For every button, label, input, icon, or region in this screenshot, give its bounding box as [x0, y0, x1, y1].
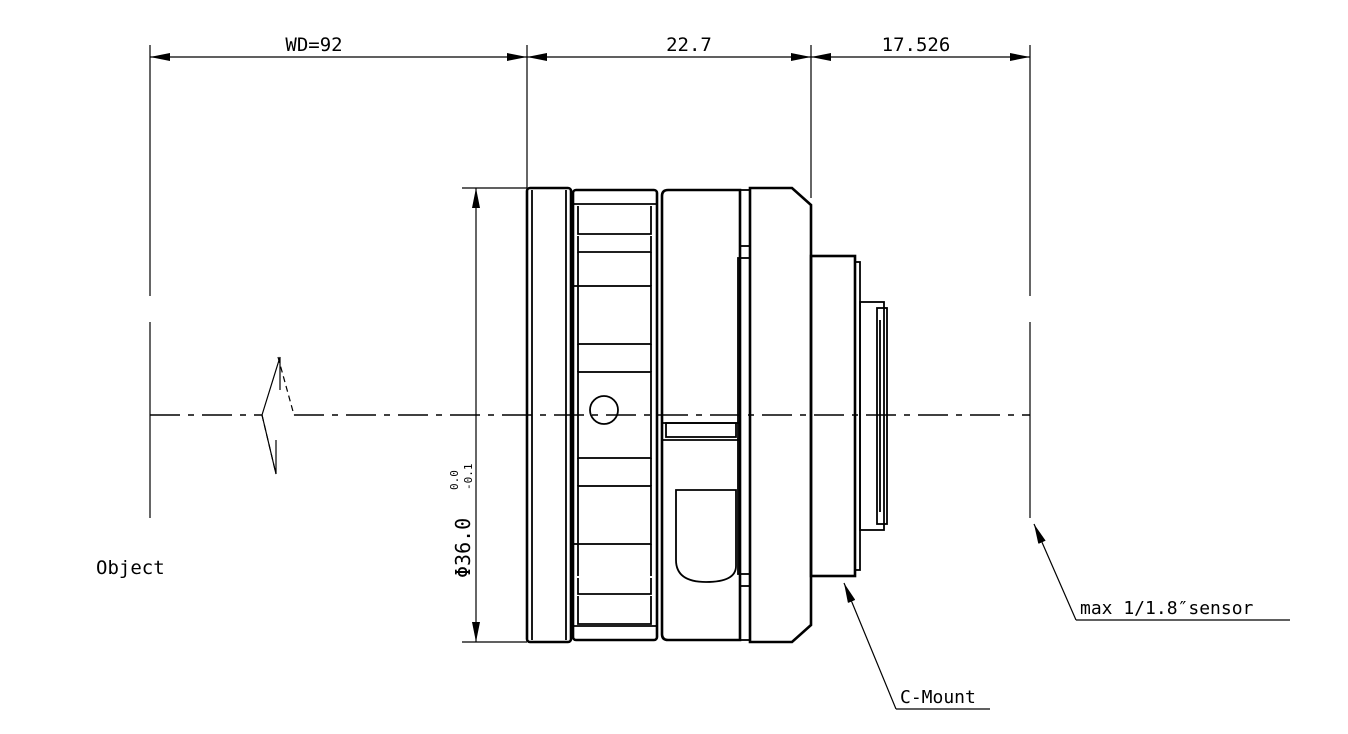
- tolerance-upper-label: 0.0: [448, 470, 461, 490]
- object-label: Object: [96, 557, 165, 579]
- lens-body: [525, 186, 888, 644]
- c-mount-thread: [809, 254, 888, 578]
- diameter-dimension: Φ36.0 0.0 -0.1: [448, 187, 527, 643]
- mount-annotation: C-Mount: [843, 582, 990, 710]
- back-focal-label: 17.526: [882, 34, 951, 56]
- object-annotation: Object: [96, 557, 165, 579]
- top-dimensions: WD=92 22.7 17.526: [149, 34, 1031, 518]
- mount-label: C-Mount: [900, 687, 976, 708]
- optical-axis: [150, 356, 1030, 475]
- sensor-label: max 1/1.8″sensor: [1080, 598, 1254, 619]
- focus-ring: [571, 188, 659, 642]
- diameter-label: Φ36.0: [451, 518, 475, 578]
- wd-dimension-label: WD=92: [285, 34, 342, 56]
- main-barrel: [660, 188, 751, 642]
- tolerance-lower-label: -0.1: [462, 464, 475, 491]
- screw-hole-icon: [589, 395, 619, 425]
- sensor-annotation: max 1/1.8″sensor: [1033, 523, 1290, 621]
- lens-length-label: 22.7: [666, 34, 712, 56]
